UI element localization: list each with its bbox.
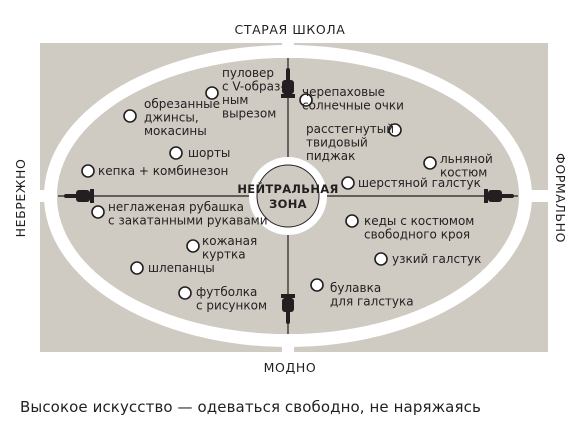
item-marker [205,86,219,100]
item-marker [388,123,402,137]
item-label-line: пуловер [222,66,274,80]
item-label-line: кепка + комбинезон [98,164,228,178]
item-label-line: вырезом [222,107,276,121]
item-marker [299,93,313,107]
axis-label-left: НЕБРЕЖНО [13,159,28,238]
item-label: узкий галстук [392,252,481,266]
item-label: шлепанцы [148,261,215,275]
item-label-line: булавка [330,281,381,295]
item-label-line: ным [222,93,248,107]
center-label-line-1: НЕЙТРАЛЬНАЯ [237,181,338,196]
item-marker [423,156,437,170]
item-flip-flops: шлепанцы [130,261,215,275]
item-slim-tie: узкий галстук [374,252,481,266]
item-label: шорты [188,146,230,160]
item-marker [91,205,105,219]
item-label-line: мокасины [144,124,207,138]
item-cap-and-overalls: кепка + комбинезон [81,164,228,178]
item-label-line: шлепанцы [148,261,215,275]
item-label-line: узкий галстук [392,252,481,266]
item-label-line: твидовый [306,136,368,150]
item-label-line: футболка [196,285,257,299]
item-marker [178,286,192,300]
pointing-hand-down-icon [281,294,295,324]
axis-label-top: СТАРАЯ ШКОЛА [235,22,346,37]
item-label-line: пиджак [306,149,355,163]
center-label-line-2: ЗОНА [269,197,307,211]
item-label-line: с V-образ- [222,80,285,94]
neutral-zone [256,164,320,228]
item-marker [81,164,95,178]
item-label-line: свободного кроя [364,228,470,242]
axis-label-bottom: МОДНО [264,360,317,375]
item-marker [186,239,200,253]
item-marker [310,278,324,292]
item-label-line: льняной [440,152,493,166]
item-marker [169,146,183,160]
item-label-line: неглаженая рубашка [108,200,244,214]
item-label-line: кеды с костюмом [364,214,474,228]
item-marker [130,261,144,275]
item-label-line: с закатанными рукавами [108,214,268,228]
item-wool-tie: шерстяной галстук [341,176,481,190]
item-label-line: обрезанные [144,97,220,111]
item-label-line: солнечные очки [302,99,404,113]
item-label: шерстяной галстук [358,176,481,190]
item-marker [374,252,388,266]
item-label: кепка + комбинезон [98,164,228,178]
pointing-hand-right-icon [484,189,514,203]
item-shorts: шорты [169,146,230,160]
item-label-line: черепаховые [302,85,385,99]
item-marker [123,109,137,123]
caption: Высокое искусство — одеваться свободно, … [20,398,481,416]
pointing-hand-left-icon [64,189,94,203]
item-marker [341,176,355,190]
pointing-hand-up-icon [281,68,295,98]
item-marker [345,214,359,228]
item-label-line: расстегнутый [306,122,394,136]
item-label-line: куртка [202,248,246,262]
item-label-line: костюм [440,166,487,180]
axis-label-right: ФОРМАЛЬНО [553,153,568,243]
item-label-line: шерстяной галстук [358,176,481,190]
item-label-line: кожаная [202,234,257,248]
item-label-line: шорты [188,146,230,160]
item-label-line: для галстука [330,295,414,309]
item-label-line: джинсы, [144,111,199,125]
item-label-line: с рисунком [196,299,267,313]
